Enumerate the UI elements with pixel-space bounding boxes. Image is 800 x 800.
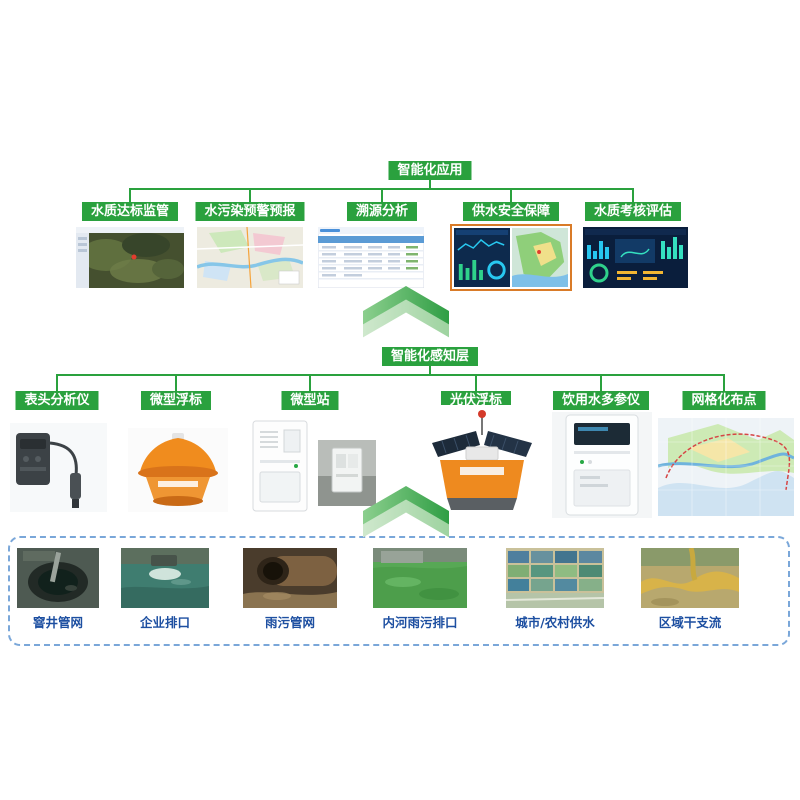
connector-line <box>510 188 512 202</box>
connector-line <box>723 374 725 391</box>
sensor-item-grid-layout: 网格化布点 <box>682 391 766 410</box>
scene-label-water-supply: 城市/农村供水 <box>515 615 595 630</box>
app-item-trace-analysis: 溯源分析 <box>346 202 418 221</box>
connector-line <box>429 366 431 374</box>
connector-line <box>57 374 724 376</box>
photo-enterprise-outlet <box>121 548 209 608</box>
connector-line <box>249 188 251 202</box>
connector-line <box>309 374 311 391</box>
scene-label-storm-sewer: 雨污管网 <box>264 615 316 630</box>
device-probe-analyzer <box>10 423 107 512</box>
app-item-quality-assessment: 水质考核评估 <box>584 202 682 221</box>
scene-label-enterprise-outlet: 企业排口 <box>139 615 191 630</box>
sensor-item-micro-station: 微型站 <box>281 391 339 410</box>
perception-sources-panel <box>8 536 790 646</box>
thumbnail-satellite-map <box>76 227 184 288</box>
thumbnail-pollution-map <box>197 227 303 288</box>
up-arrow-icon <box>363 286 449 338</box>
connector-line <box>129 188 131 202</box>
photo-regional-rivers <box>641 548 739 608</box>
up-arrow-icon <box>363 486 449 538</box>
device-drinking-water-meter <box>552 412 652 518</box>
app-item-supply-safety: 供水安全保障 <box>462 202 560 221</box>
scene-label-regional-rivers: 区域干支流 <box>658 615 722 630</box>
sensor-item-probe-analyzer: 表头分析仪 <box>15 391 99 410</box>
app-item-pollution-forecast: 水污染预警预报 <box>195 202 305 221</box>
connector-line <box>56 374 58 391</box>
photo-river-outlet <box>373 548 467 608</box>
connector-line <box>632 188 634 202</box>
perception-layer-header: 智能化感知层 <box>381 347 479 366</box>
device-micro-buoy <box>128 428 228 512</box>
thumbnail-trace-table <box>318 227 424 288</box>
photo-storm-sewer-network <box>243 548 337 608</box>
sensor-item-drinking-water-meter: 饮用水多参仪 <box>552 391 650 410</box>
thumbnail-supply-dashboard <box>450 224 572 291</box>
sensor-item-micro-buoy: 微型浮标 <box>140 391 212 410</box>
thumbnail-assessment-dashboard <box>583 227 688 288</box>
connector-line <box>475 374 477 391</box>
connector-line <box>429 180 431 188</box>
connector-line <box>600 374 602 391</box>
app-layer-header: 智能化应用 <box>388 161 472 180</box>
device-pv-buoy <box>420 405 544 523</box>
connector-line <box>175 374 177 391</box>
app-item-water-quality-supervision: 水质达标监管 <box>81 202 179 221</box>
map-grid-layout <box>658 418 794 516</box>
connector-line <box>381 188 383 202</box>
device-micro-station <box>252 420 376 512</box>
scene-label-river-outlet: 内河雨污排口 <box>382 615 458 630</box>
scene-label-manhole: 窨井管网 <box>32 615 84 630</box>
photo-water-supply <box>506 548 604 608</box>
photo-manhole-network <box>17 548 99 608</box>
